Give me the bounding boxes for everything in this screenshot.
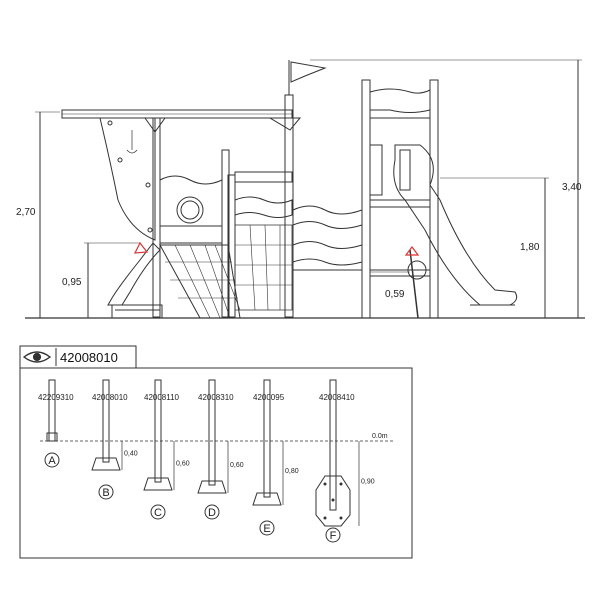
post-code-label: 42209310 bbox=[38, 393, 74, 402]
letter-circle bbox=[325, 527, 341, 543]
model-code: 42008010 bbox=[60, 350, 118, 365]
letter-circle bbox=[150, 504, 166, 520]
post-footing bbox=[252, 492, 282, 506]
depth-label: 0,40 bbox=[124, 451, 138, 458]
post-shaft bbox=[102, 379, 110, 463]
bolt-hole bbox=[339, 516, 343, 520]
post-code-label: 42008010 bbox=[92, 393, 128, 402]
wave-panel-bottom bbox=[292, 241, 363, 266]
post-letter: F bbox=[330, 530, 337, 542]
dim-slide-label: 1,80 bbox=[520, 242, 540, 253]
depth-label: 0,60 bbox=[230, 462, 244, 469]
letter-circle bbox=[44, 452, 60, 468]
post-letter: A bbox=[48, 455, 56, 467]
post-footing bbox=[197, 480, 227, 494]
post-letter: B bbox=[102, 487, 109, 499]
post-letter: D bbox=[208, 507, 216, 519]
dim-roof-label: 2,70 bbox=[16, 207, 36, 218]
safety-arrow-right bbox=[404, 246, 420, 256]
post-d: 42008310 0,60D bbox=[197, 379, 244, 520]
post-code-label: 42008110 bbox=[144, 393, 180, 402]
post-shaft bbox=[154, 379, 162, 483]
letter-circle bbox=[204, 504, 220, 520]
legend-box bbox=[19, 367, 413, 559]
bolt-hole bbox=[339, 482, 343, 486]
dim-total-label: 3,40 bbox=[562, 182, 582, 193]
post-footing bbox=[143, 477, 173, 491]
letter-circle bbox=[259, 520, 275, 536]
ship-panel bbox=[159, 175, 223, 244]
bolt-hole bbox=[323, 516, 327, 520]
dim-step-label: 0,59 bbox=[385, 289, 405, 300]
depth-label: 0,90 bbox=[361, 479, 375, 486]
depth-label: 0,60 bbox=[176, 461, 190, 468]
right-slide bbox=[393, 144, 518, 306]
right-post-right bbox=[429, 79, 439, 319]
dim-platform-label: 0,95 bbox=[62, 277, 82, 288]
post-footing bbox=[91, 457, 121, 471]
post-code-label: 42008410 bbox=[319, 393, 355, 402]
flag bbox=[290, 61, 327, 83]
climbing-net bbox=[159, 244, 241, 319]
post-e: 4200095 0,80E bbox=[252, 379, 299, 536]
post-base-plate bbox=[315, 475, 351, 527]
post-shaft bbox=[48, 379, 56, 442]
post-b: 42008010 0,40B bbox=[91, 379, 138, 500]
bolt-hole bbox=[331, 498, 335, 502]
eye-icon bbox=[22, 351, 52, 363]
porthole bbox=[176, 196, 204, 224]
left-slide bbox=[107, 242, 161, 306]
sail bbox=[99, 117, 156, 241]
safety-arrow-left bbox=[133, 241, 149, 254]
letter-circle bbox=[98, 484, 114, 500]
post-letter: E bbox=[263, 523, 270, 535]
left-post bbox=[152, 117, 161, 318]
top-rail bbox=[234, 171, 293, 183]
post-shaft bbox=[263, 379, 271, 498]
depth-label: 0,80 bbox=[285, 468, 299, 475]
right-post-left bbox=[361, 79, 371, 319]
post-code-label: 42008310 bbox=[198, 393, 234, 402]
bolt-hole bbox=[323, 482, 327, 486]
wave-panel-top bbox=[292, 205, 363, 229]
post-cap bbox=[46, 432, 58, 442]
post-shaft bbox=[329, 379, 337, 511]
wheel bbox=[407, 260, 427, 280]
foundation-posts: 42209310A420080100,40B420081100,60C42008… bbox=[38, 379, 375, 543]
post-f: 42008410 0,90F bbox=[315, 379, 375, 543]
post-c: 42008110 0,60C bbox=[143, 379, 190, 520]
post-code-label: 4200095 bbox=[253, 393, 285, 402]
rope-net bbox=[234, 224, 293, 311]
post-shaft bbox=[208, 379, 216, 486]
post-letter: C bbox=[154, 507, 162, 519]
ground-label: 0.0m bbox=[372, 433, 388, 440]
